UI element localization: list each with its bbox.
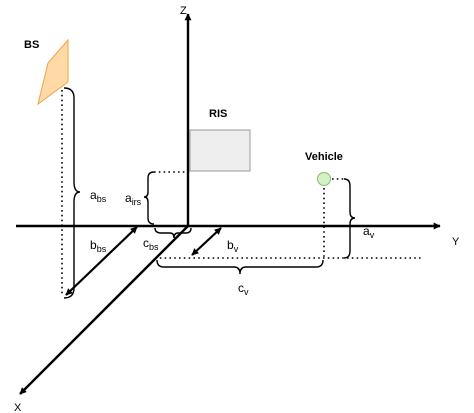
bs-panel	[37, 38, 69, 106]
vehicle-label: Vehicle	[305, 151, 343, 163]
ris-label: RIS	[209, 108, 227, 120]
b-v-arrow	[191, 227, 222, 256]
z-axis-label: Z	[180, 5, 187, 17]
a-irs-brace	[143, 171, 155, 225]
x-axis	[19, 225, 189, 395]
x-axis-label: X	[14, 402, 22, 413]
bs-label: BS	[24, 39, 39, 51]
b-bs-arrow	[65, 226, 138, 296]
vehicle-node	[317, 172, 331, 186]
a-irs-label: airs	[125, 191, 142, 207]
b-v-label: bv	[227, 238, 239, 254]
a-bs-label: abs	[90, 188, 107, 204]
c-v-label: cv	[238, 281, 249, 297]
a-v-brace	[343, 178, 356, 259]
y-axis-label: Y	[452, 236, 460, 248]
b-bs-label: bbs	[90, 238, 107, 254]
ris-panel	[189, 129, 251, 172]
c-v-brace	[156, 259, 324, 275]
c-bs-brace	[154, 227, 192, 239]
a-v-label: av	[363, 224, 375, 240]
a-bs-brace	[63, 87, 81, 299]
c-bs-label: cbs	[143, 236, 159, 252]
